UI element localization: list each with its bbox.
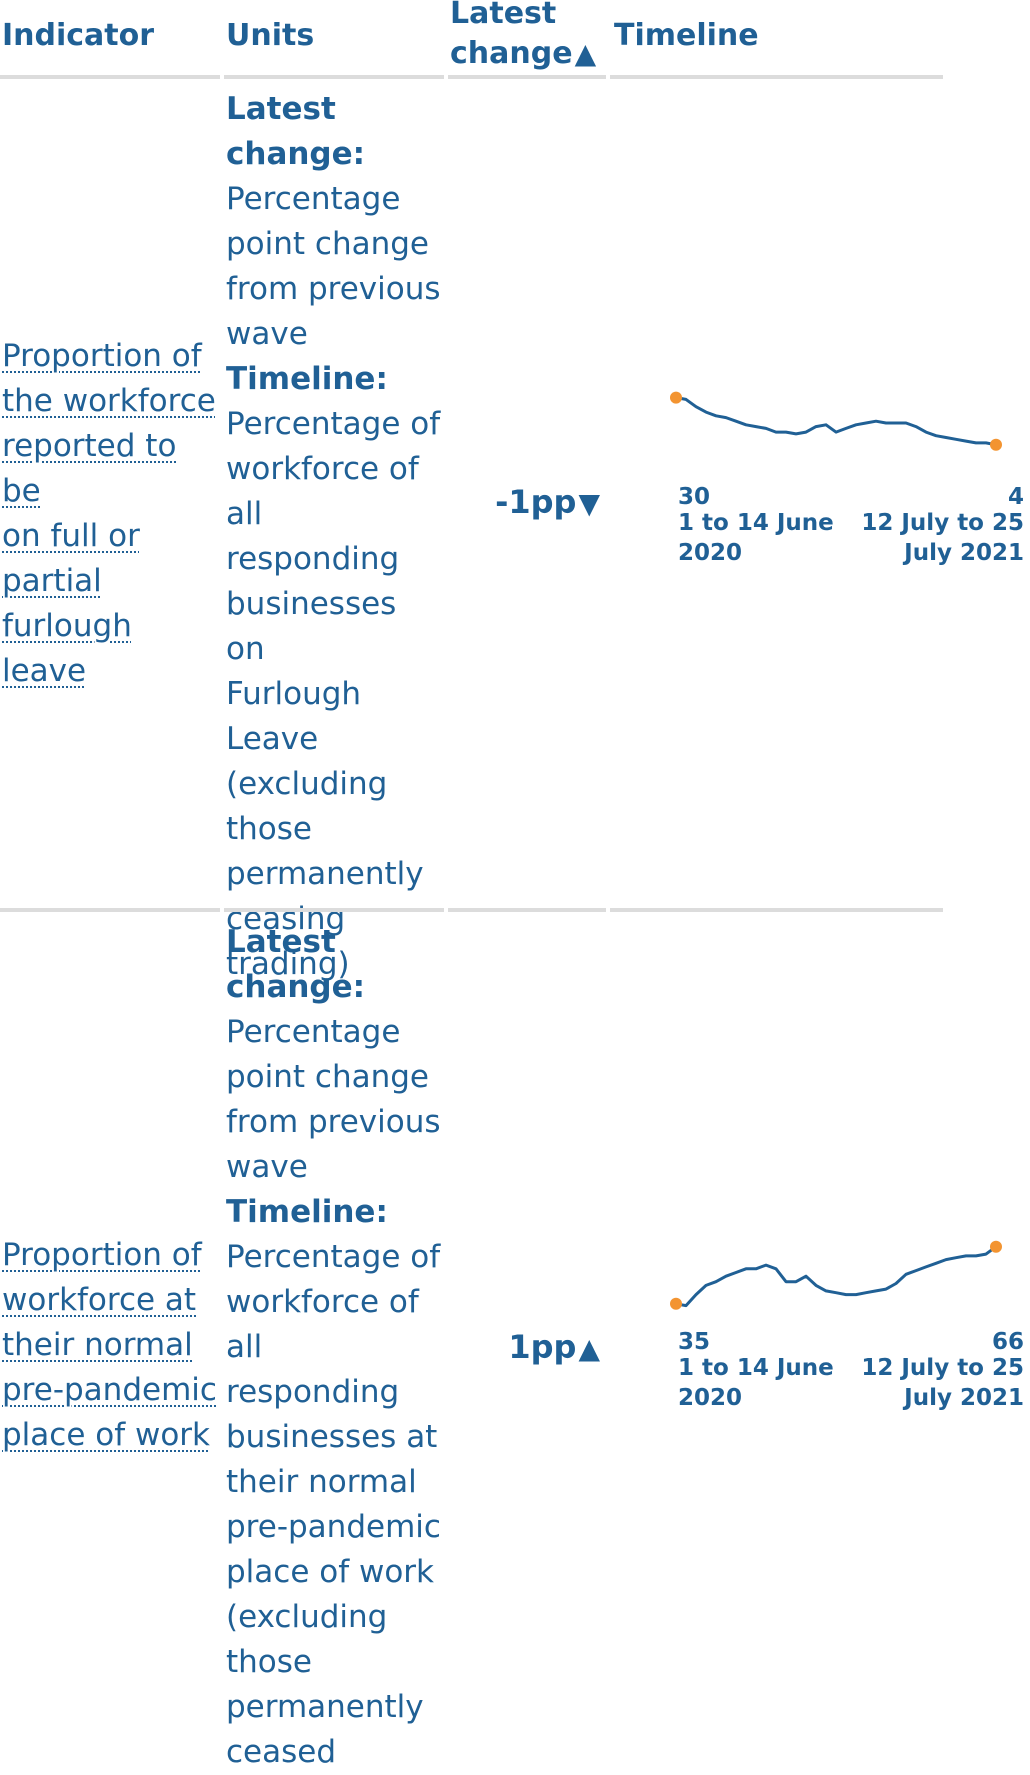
col-header-timeline[interactable]: Timeline — [614, 18, 759, 53]
timeline-first-value: 30 — [678, 484, 711, 510]
sparkline-end-point — [990, 438, 1002, 451]
sparkline-normal-workplace — [670, 1240, 1002, 1310]
sparkline-series — [675, 396, 997, 447]
up-triangle-icon: ▲ — [578, 1332, 600, 1365]
sort-ascending-icon[interactable]: ▲ — [574, 37, 597, 70]
header-divider-indicator — [0, 75, 220, 79]
latest-change-label: change: — [226, 969, 366, 1005]
units-cell-furlough: Latest change: Percentage point change f… — [226, 87, 444, 987]
timeline-label: Timeline: — [226, 1194, 388, 1230]
row-divider-change — [448, 908, 606, 912]
latest-change-value-furlough: -1pp▼ — [495, 483, 600, 521]
col-header-indicator[interactable]: Indicator — [2, 18, 155, 53]
row-divider-units — [224, 908, 444, 912]
col-header-latest-change-line2: change — [450, 36, 573, 71]
latest-change-value-normal-workplace: 1pp▲ — [508, 1328, 600, 1366]
sparkline-start-point — [670, 391, 682, 404]
timeline-first-period: 1 to 14 June 2020 — [678, 1355, 834, 1411]
header-divider-timeline — [610, 75, 943, 79]
timeline-label: Timeline: — [226, 361, 388, 397]
col-header-latest-change[interactable]: Latest change▲ — [450, 0, 596, 74]
sparkline-end-point — [990, 1240, 1002, 1253]
col-header-units[interactable]: Units — [226, 18, 315, 53]
header-divider-units — [224, 75, 444, 79]
col-header-latest-change-line1: Latest — [450, 0, 557, 31]
latest-change-label: Latest — [226, 91, 336, 127]
timeline-first-period: 1 to 14 June 2020 — [678, 510, 834, 566]
sparkline-start-point — [670, 1297, 682, 1310]
timeline-last-value: 66 — [991, 1329, 1024, 1355]
indicator-link-furlough[interactable]: Proportion of the workforce reported to … — [2, 338, 216, 689]
latest-change-label: change: — [226, 136, 366, 172]
down-triangle-icon: ▼ — [578, 487, 600, 520]
sparkline-series — [675, 1245, 997, 1308]
timeline-last-period: 12 July to 25 July 2021 — [861, 510, 1024, 566]
units-cell-normal-workplace: Latest change: Percentage point change f… — [226, 920, 444, 1775]
header-divider-change — [448, 75, 606, 79]
timeline-last-value: 4 — [1007, 484, 1024, 510]
row-divider-timeline — [610, 908, 943, 912]
timeline-last-period: 12 July to 25 July 2021 — [861, 1355, 1024, 1411]
sparkline-furlough — [670, 391, 1002, 451]
latest-change-label: Latest — [226, 924, 336, 960]
indicator-link-normal-workplace[interactable]: Proportion of workforce at their normal … — [2, 1237, 217, 1453]
row-divider-indicator — [0, 908, 220, 912]
timeline-first-value: 35 — [678, 1329, 711, 1355]
